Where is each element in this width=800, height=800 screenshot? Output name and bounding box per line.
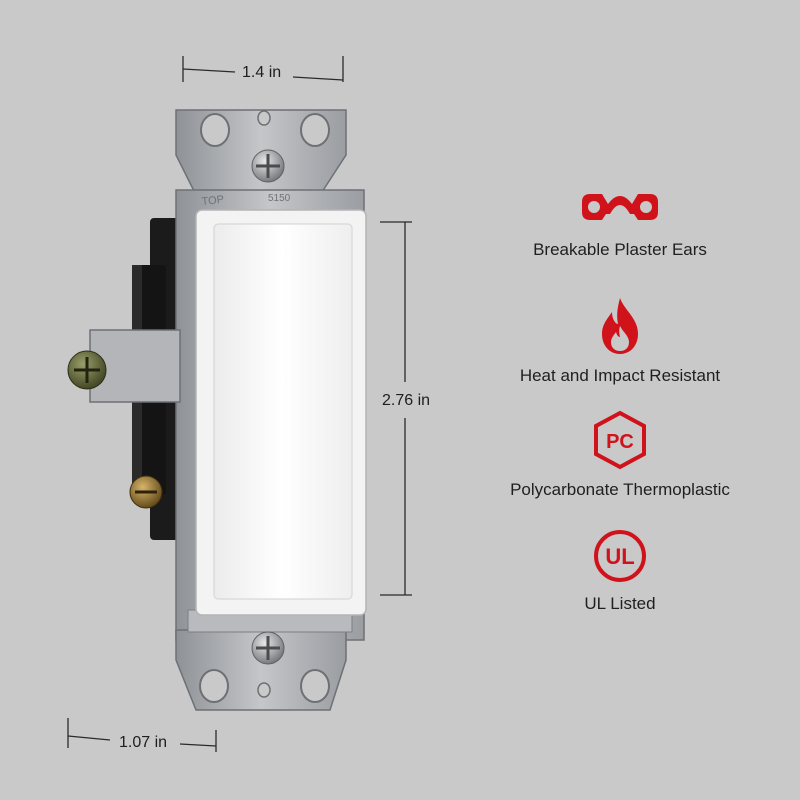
pc-hexagon-icon: PC [594, 410, 646, 470]
feature-label-heat-impact: Heat and Impact Resistant [519, 366, 721, 385]
feature-label-plaster-ears: Breakable Plaster Ears [533, 240, 707, 259]
ul-listed-icon: UL [594, 530, 646, 582]
bottom-mounting-screw [251, 631, 285, 665]
depth-dimension-line [67, 718, 217, 752]
feature-plaster-ears: Breakable Plaster Ears [480, 190, 760, 260]
top-marking: TOP [201, 194, 225, 208]
height-dimension-line [380, 221, 412, 596]
feature-heat-impact: Heat and Impact Resistant [480, 296, 760, 386]
feature-label-ul-listed: UL Listed [584, 594, 656, 613]
flame-icon [602, 298, 638, 354]
switch-paddle [195, 209, 367, 616]
ul-badge-text: UL [605, 544, 634, 569]
width-dimension-line [182, 56, 344, 82]
depth-label: 1.07 in [119, 734, 168, 751]
plaster-ears-icon [582, 194, 658, 220]
width-label: 1.4 in [242, 64, 282, 81]
pc-badge-text: PC [606, 431, 634, 453]
code-marking: 5150 [268, 193, 291, 204]
terminal-screw [129, 475, 163, 509]
feature-polycarbonate: PC Polycarbonate Thermoplastic [480, 410, 760, 500]
feature-label-polycarbonate: Polycarbonate Thermoplastic [510, 480, 730, 499]
height-label: 2.76 in [382, 392, 431, 409]
top-mounting-screw [251, 149, 285, 183]
ground-screw [67, 350, 107, 390]
feature-ul-listed: UL UL Listed [480, 528, 760, 614]
